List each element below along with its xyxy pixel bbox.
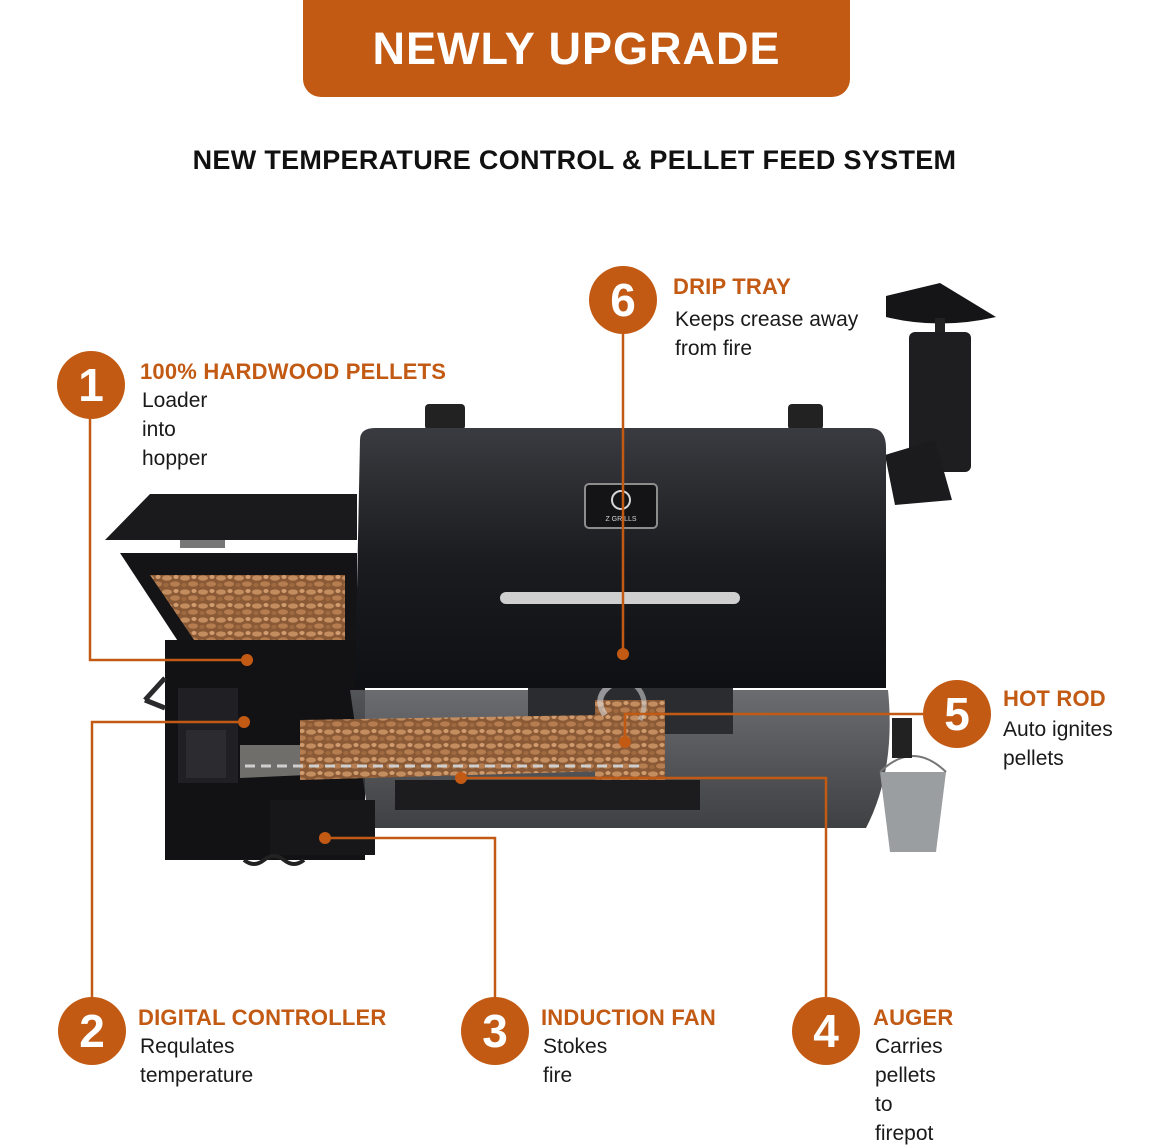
callout-title: AUGER — [873, 1005, 954, 1030]
callout-title: DIGITAL CONTROLLER — [138, 1005, 387, 1030]
leader-line-3 — [325, 836, 497, 998]
callout-description: Stokes fire — [543, 1035, 608, 1087]
callout-number-badge: 3 — [461, 997, 529, 1065]
callout-title: DRIP TRAY — [673, 274, 791, 299]
callout-number-badge: 5 — [923, 680, 991, 748]
banner-text: NEWLY UPGRADE — [372, 22, 781, 74]
subtitle: NEW TEMPERATURE CONTROL & PELLET FEED SY… — [192, 145, 957, 175]
callout-title: 100% HARDWOOD PELLETS — [140, 359, 447, 384]
grill-illustration: Z GRILLS — [88, 283, 996, 998]
grill-barrel — [240, 674, 890, 866]
drip-bucket — [879, 718, 947, 852]
grill-lid: Z GRILLS — [355, 404, 886, 688]
brand-logo-icon — [611, 490, 631, 510]
callout-number-badge: 2 — [58, 997, 126, 1065]
callout-number-badge: 4 — [792, 997, 860, 1065]
chimney — [885, 283, 996, 505]
leader-line-4 — [461, 776, 828, 998]
leader-line-2 — [90, 720, 244, 998]
callout-title: INDUCTION FAN — [541, 1005, 716, 1030]
callout-description: Requlates temperature — [140, 1035, 254, 1087]
brand-logo-text: Z GRILLS — [605, 516, 636, 523]
callout-number-badge: 1 — [57, 351, 125, 419]
callout-title: HOT ROD — [1003, 686, 1106, 711]
callout-description: Keeps crease away from fire — [675, 308, 859, 360]
callout-description: Loader into hopper — [142, 389, 208, 470]
leader-lines — [88, 333, 923, 998]
leader-dots — [238, 648, 631, 844]
callout-description: Carries pellets to firepot — [875, 1035, 943, 1145]
callout-description: Auto ignites pellets — [1003, 718, 1113, 770]
leader-line-5 — [623, 712, 923, 742]
callout-number-badge: 6 — [589, 266, 657, 334]
leader-line-1 — [88, 418, 247, 662]
banner: NEWLY UPGRADE — [303, 0, 850, 97]
